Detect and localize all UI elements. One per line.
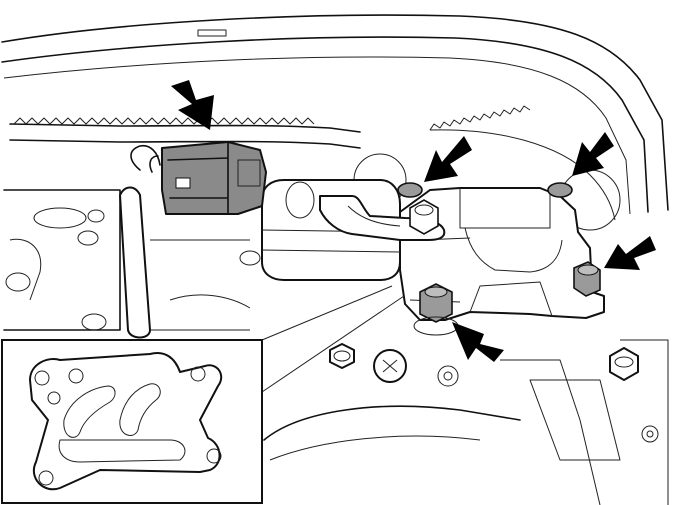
engine-bolts-lower (329, 343, 639, 383)
bolt-4 (413, 283, 459, 336)
arrow-bolt-4 (452, 322, 504, 362)
callout-arrows (171, 80, 656, 362)
valve-bracket (319, 195, 446, 241)
bolt-lower-3 (609, 347, 639, 381)
gasket-inset (1, 339, 263, 504)
bolt-lower-1 (329, 343, 355, 369)
arrow-bolt-1 (424, 136, 472, 182)
inset-leader (261, 285, 405, 393)
arrow-connector (171, 80, 214, 130)
arrow-bolt-2 (572, 132, 614, 176)
gasket (29, 352, 223, 491)
valve-housing (399, 187, 605, 321)
arrow-bolt-3 (604, 236, 656, 270)
bolt-1 (397, 182, 423, 198)
bolt-2 (547, 182, 573, 198)
bolt-lower-2 (373, 349, 407, 383)
engine-block-lower (263, 339, 669, 505)
wire-harness (119, 144, 161, 339)
solenoid-connector (161, 141, 267, 215)
bolt-5 (409, 199, 439, 235)
bolt-3 (573, 261, 601, 297)
valve-bolts (397, 182, 601, 336)
cylinder-head-left (3, 189, 261, 331)
timing-cover (1, 14, 669, 215)
